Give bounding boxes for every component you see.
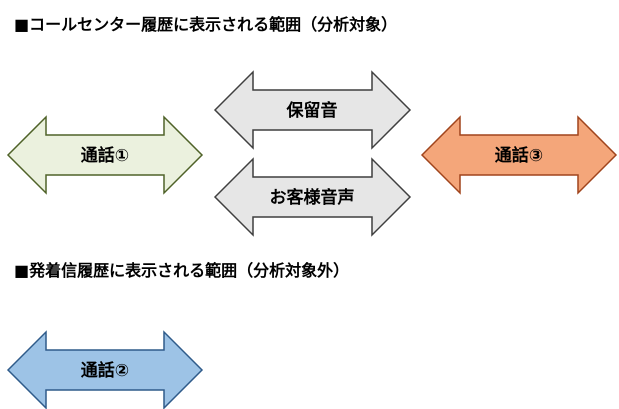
arrow-call-3: 通話③: [420, 115, 618, 195]
arrow-call-2-label: 通話②: [81, 360, 129, 381]
arrow-call-2: 通話②: [6, 330, 204, 409]
arrow-call-3-label: 通話③: [495, 145, 543, 166]
arrow-customer-voice-label: お客様音声: [270, 187, 355, 208]
arrow-customer-voice-shape: [213, 157, 412, 237]
arrow-hold-music: 保留音: [213, 70, 412, 150]
heading-not-analysis-target: ■発着信履歴に表示される範囲（分析対象外）: [14, 261, 350, 280]
arrow-call-1-label: 通話①: [81, 145, 129, 166]
arrow-call-1-shape: [6, 115, 204, 195]
arrow-hold-music-shape: [213, 70, 412, 150]
arrow-call-3-shape: [420, 115, 618, 195]
arrow-hold-music-label: 保留音: [286, 100, 338, 121]
heading-analysis-target: ■コールセンター履歴に表示される範囲（分析対象）: [14, 15, 398, 34]
arrow-call-1: 通話①: [6, 115, 204, 195]
arrow-customer-voice: お客様音声: [213, 157, 412, 237]
arrow-call-2-shape: [6, 330, 204, 409]
